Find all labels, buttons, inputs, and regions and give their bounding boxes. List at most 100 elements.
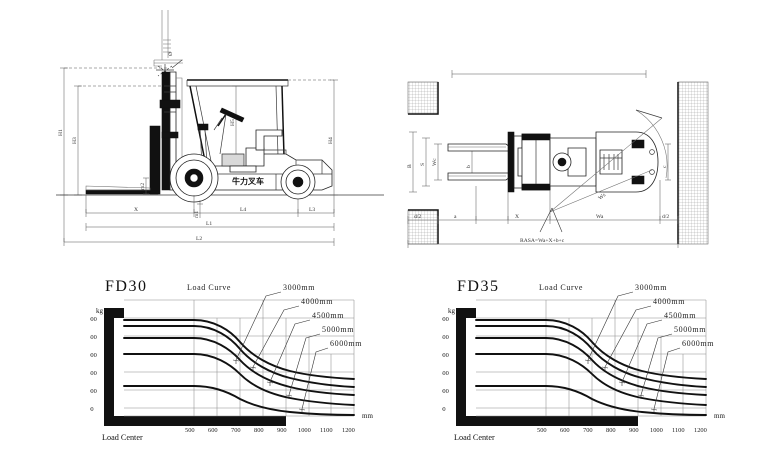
- svg-text:900: 900: [277, 427, 287, 434]
- dimension-chain-bottom: [407, 180, 679, 224]
- aisle-wall-top-left: [407, 81, 439, 115]
- label-m1: m1: [194, 211, 200, 218]
- svg-text:6000mm: 6000mm: [682, 339, 714, 348]
- svg-text:900: 900: [629, 427, 639, 434]
- fd30-load-curve-chart: FD30 Load Curve kg mm Load Capacity Load…: [90, 278, 373, 442]
- x-unit-fd30: mm: [362, 412, 373, 420]
- label-H5: H5: [230, 119, 236, 126]
- svg-text:6000mm: 6000mm: [330, 339, 362, 348]
- chart-subtitle-fd30: Load Curve: [187, 283, 231, 292]
- svg-text:600: 600: [208, 427, 218, 434]
- svg-text:4500mm: 4500mm: [664, 311, 696, 320]
- turning-radius-arcs: [549, 109, 668, 213]
- plan-top-view: B S Wc b: [407, 70, 709, 248]
- svg-text:2000: 2000: [90, 352, 97, 359]
- y-tick-labels-fd30: 3000 2500 2000 1500 1000 500: [90, 316, 97, 413]
- label-b: b: [466, 165, 472, 168]
- chart-subtitle-fd35: Load Curve: [539, 283, 583, 292]
- svg-text:5000mm: 5000mm: [674, 325, 706, 334]
- curve-annotations-fd30: 3000mm 4000mm 4500mm 5000mm 6000mm: [232, 283, 362, 413]
- grid-fd30: [124, 299, 355, 417]
- svg-text:3000: 3000: [90, 316, 97, 323]
- svg-text:500: 500: [442, 406, 446, 413]
- svg-text:500: 500: [185, 427, 195, 434]
- label-X-plan: X: [515, 214, 519, 220]
- dimension-Wc: [434, 143, 442, 181]
- aisle-wall-right: [677, 81, 709, 245]
- svg-text:3000mm: 3000mm: [283, 283, 315, 292]
- chart-title-fd30: FD30: [105, 278, 147, 295]
- label-c: c: [662, 165, 668, 168]
- chassis-plan: [549, 131, 659, 193]
- svg-text:700: 700: [583, 427, 593, 434]
- operator-seat: [255, 129, 287, 154]
- svg-text:1500: 1500: [90, 370, 97, 377]
- label-L4: L4: [240, 207, 246, 213]
- svg-text:500: 500: [537, 427, 547, 434]
- svg-text:2000: 2000: [442, 352, 449, 359]
- label-B: B: [407, 164, 413, 168]
- brand-logo: 牛力叉车: [232, 176, 264, 186]
- svg-text:1000: 1000: [442, 388, 449, 395]
- fd35-load-curve-chart: FD35 Load Curve kg mm Load Capacity Load…: [442, 278, 725, 442]
- rasa-leader: [539, 207, 563, 233]
- dimension-c: [665, 143, 671, 181]
- label-L1: L1: [206, 221, 212, 227]
- x-unit-fd35: mm: [714, 412, 725, 420]
- y-tick-labels-fd35: 3000 2500 2000 1500 1000 500: [442, 316, 449, 413]
- overhead-guard: [186, 79, 289, 167]
- dimension-L3: [298, 195, 335, 217]
- svg-text:4000mm: 4000mm: [653, 297, 685, 306]
- load-curves-fd35: [475, 319, 707, 416]
- label-H3: H3: [72, 137, 78, 144]
- mast-assembly: [159, 71, 183, 191]
- label-Wc: Wc: [432, 158, 438, 166]
- svg-text:500: 500: [90, 406, 94, 413]
- svg-text:3000: 3000: [442, 316, 449, 323]
- dimension-H3: [74, 85, 162, 196]
- mast-plan: [521, 133, 551, 191]
- dimension-B: [409, 131, 417, 193]
- y-unit-fd35: kg: [448, 307, 456, 315]
- curve-annotations-fd35: 3000mm 4000mm 4500mm 5000mm 6000mm: [584, 283, 714, 413]
- dimension-m2: [143, 177, 149, 195]
- label-L2: L2: [196, 236, 202, 242]
- mast-top-detail: Ø: [153, 10, 183, 78]
- side-elevation-view: Ø H1 H3: [56, 10, 384, 246]
- x-axis-title-fd30: Load Center: [102, 433, 143, 442]
- mast-diameter-note: Ø: [168, 52, 174, 56]
- dimension-S: [422, 137, 430, 187]
- svg-text:800: 800: [606, 427, 616, 434]
- svg-text:1100: 1100: [320, 427, 333, 434]
- svg-text:1000: 1000: [650, 427, 663, 434]
- svg-text:1200: 1200: [342, 427, 355, 434]
- svg-text:4500mm: 4500mm: [312, 311, 344, 320]
- svg-text:3000mm: 3000mm: [635, 283, 667, 292]
- label-Wa: Wa: [596, 214, 604, 220]
- svg-text:1000: 1000: [298, 427, 311, 434]
- load-curves-fd30: [123, 319, 355, 416]
- fork-assembly: [85, 125, 161, 195]
- label-H4: H4: [328, 137, 334, 144]
- dimension-L1: [85, 223, 335, 231]
- svg-text:1200: 1200: [694, 427, 707, 434]
- chart-title-fd35: FD35: [457, 278, 499, 295]
- label-Ws: Ws: [598, 192, 608, 201]
- x-tick-labels-fd35: 500 600 700 800 900 1000 1100 1200: [537, 427, 707, 434]
- label-X: X: [134, 207, 138, 213]
- svg-text:2500: 2500: [90, 334, 97, 341]
- label-m2: m2: [140, 183, 146, 190]
- svg-text:5000mm: 5000mm: [322, 325, 354, 334]
- forks-plan: [447, 143, 511, 181]
- dimension-b: [469, 147, 475, 177]
- label-d2-right: d/2: [662, 214, 669, 220]
- dimension-X: [85, 195, 195, 217]
- svg-text:1100: 1100: [672, 427, 685, 434]
- svg-text:1500: 1500: [442, 370, 449, 377]
- label-S: S: [420, 163, 426, 166]
- dimension-m1: [197, 200, 203, 218]
- label-d2-left: d/2: [414, 214, 421, 220]
- dimension-L2: [63, 195, 335, 246]
- svg-text:4000mm: 4000mm: [301, 297, 333, 306]
